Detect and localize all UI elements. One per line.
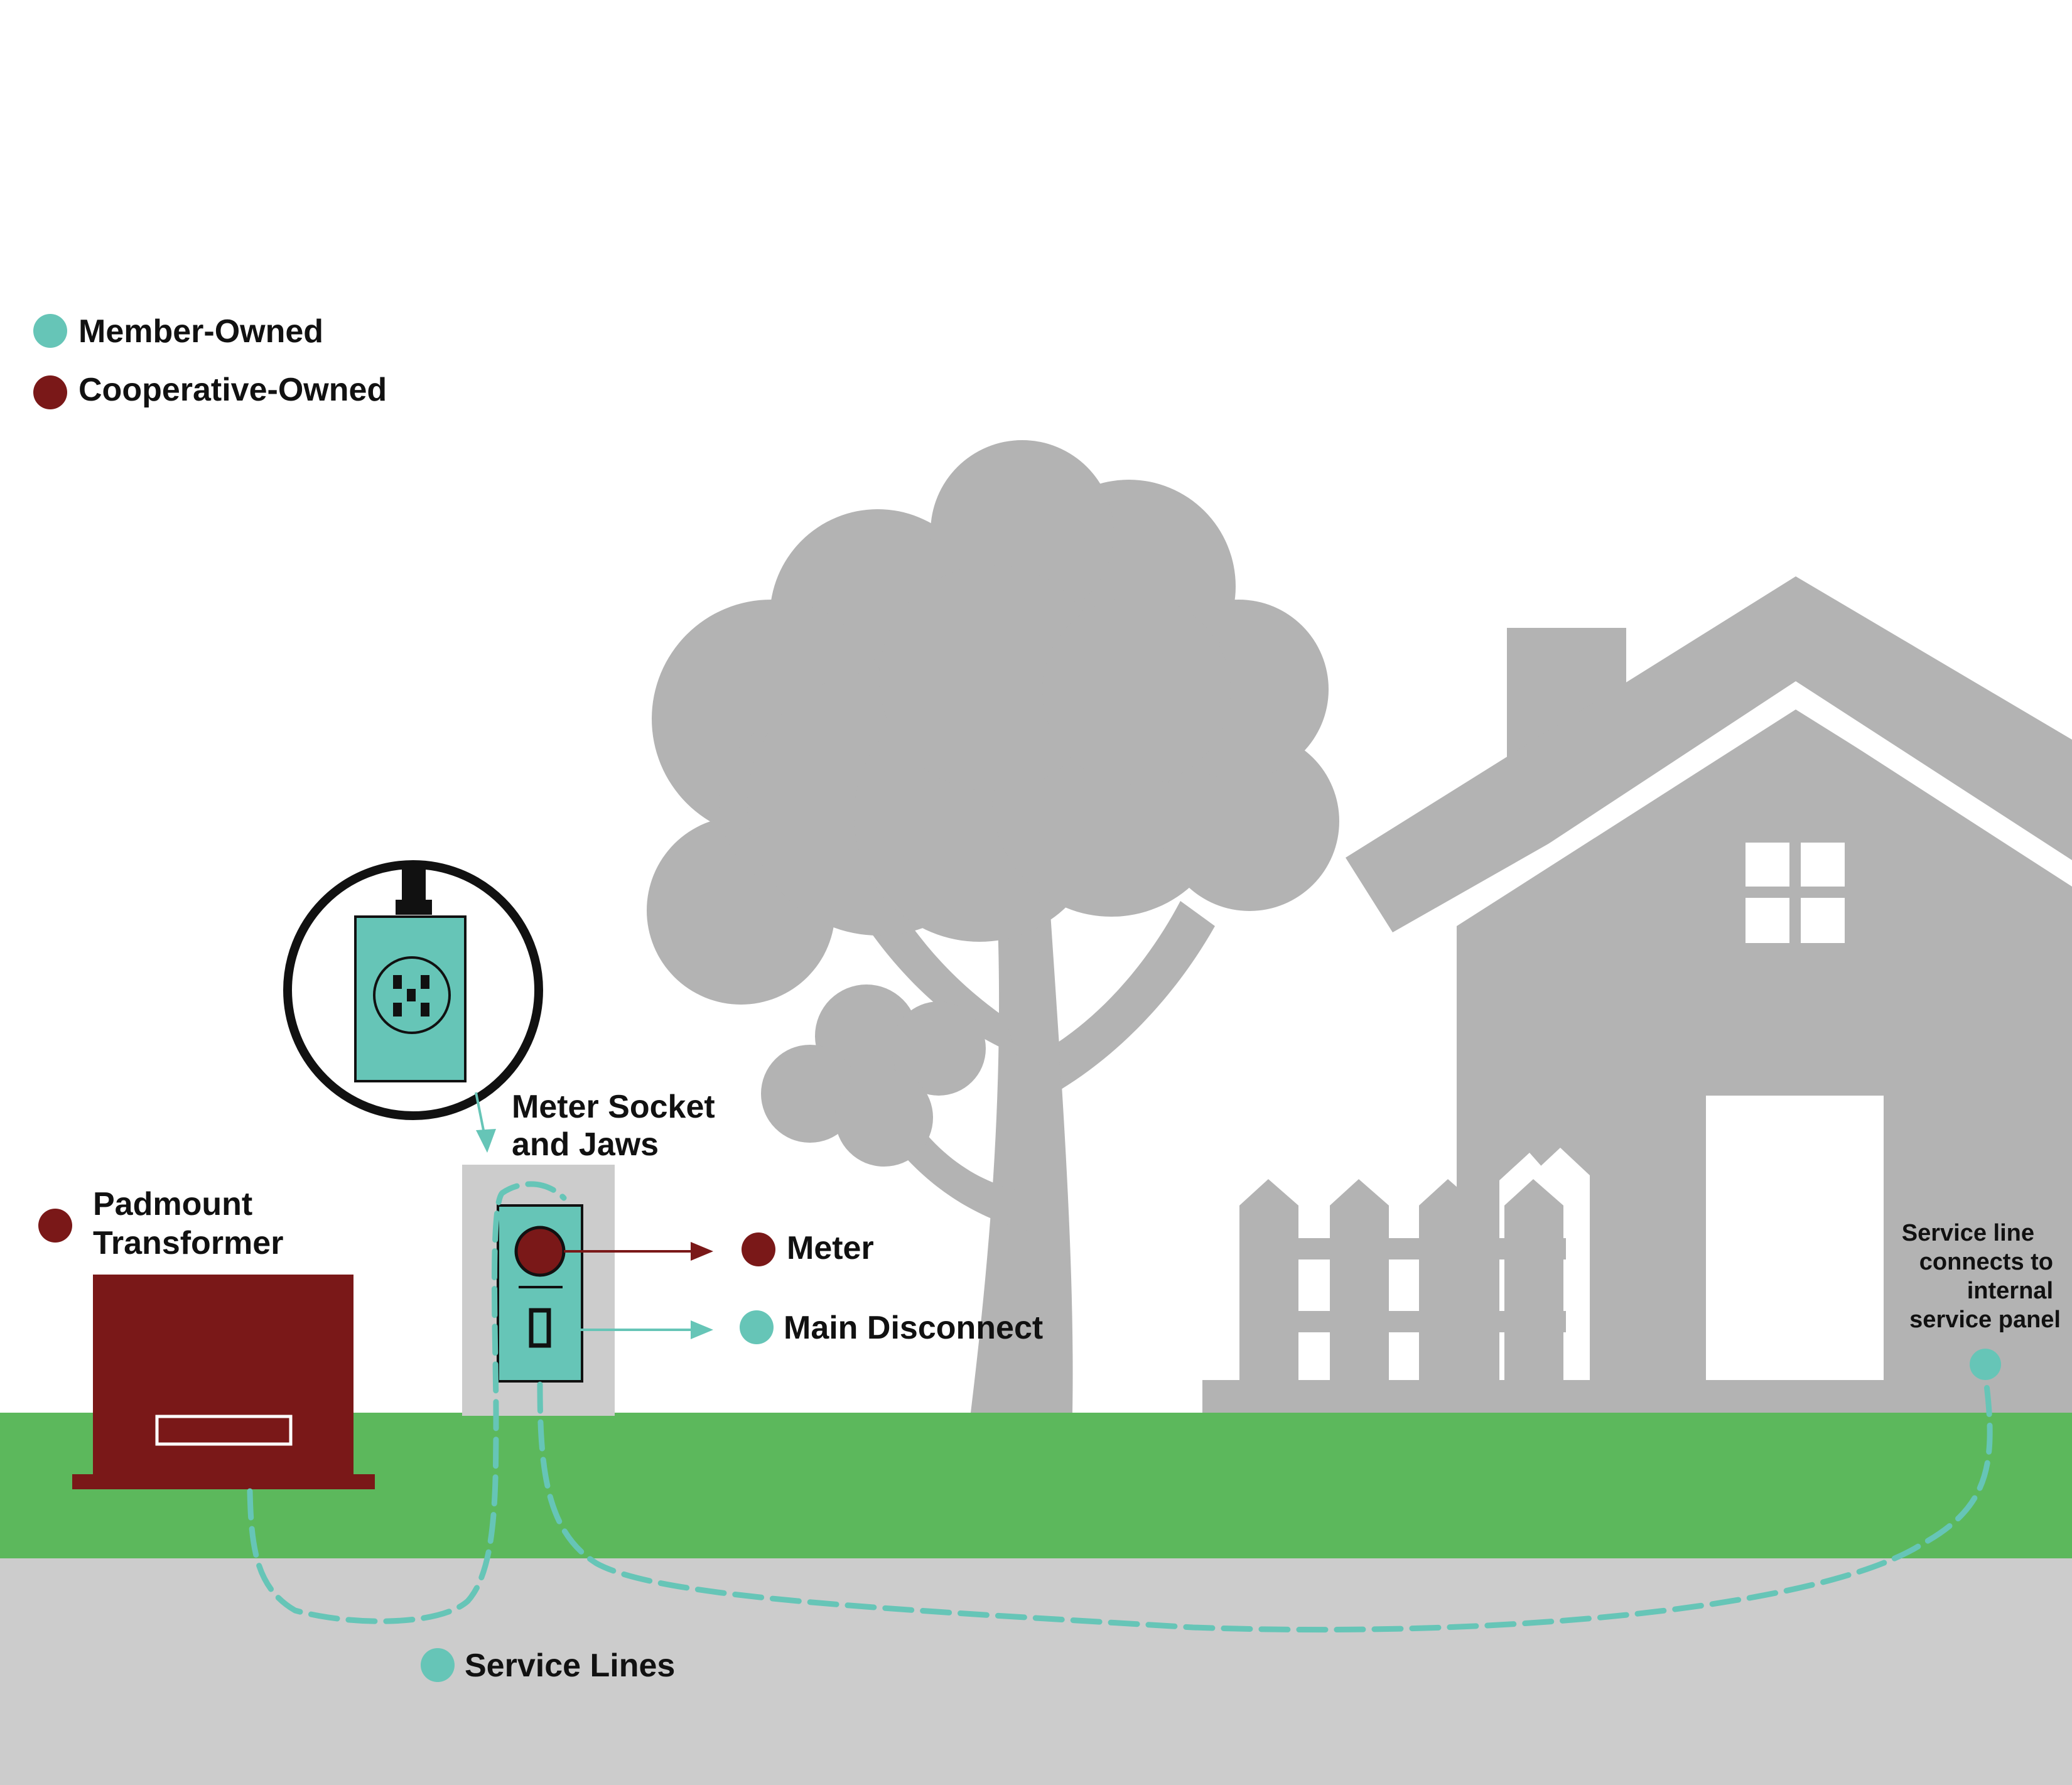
padmount-label-line2: Transformer [93,1225,283,1261]
meter-dial [514,1226,566,1277]
socket-jaws [393,975,429,1017]
padmount-label-line1: Padmount [93,1186,252,1222]
socket-pointer-arrow [475,1092,496,1153]
magnifier-icon [283,860,543,1120]
panel-note-line2: connects to [1919,1249,2053,1275]
transformer-body [93,1275,353,1475]
disconnect-handle [529,1308,551,1348]
panel-note-line1: Service line [1902,1220,2034,1246]
service-lines [247,1181,1993,1633]
service-panel-note: Service line connects to internal servic… [1902,1220,2061,1333]
window [1746,843,1845,943]
main-disconnect-dot-icon [740,1310,774,1344]
service-panel-dot-icon [1970,1349,2001,1380]
ground-band [0,1557,2072,1785]
service-lines-label: Service Lines [465,1647,675,1684]
house-icon [1346,576,2072,1380]
transformer-icon [72,1275,375,1489]
house-roof [1346,576,2072,932]
tree-icon [647,440,1339,1413]
fence-icon [1202,1148,2072,1413]
socket-receptacle [373,956,451,1034]
house-body [1457,708,2072,1380]
meter-dot-icon [742,1232,775,1266]
service-lines-dot-icon [421,1648,455,1682]
main-disconnect-label: Main Disconnect [784,1310,1043,1346]
meter-label: Meter [787,1230,874,1266]
panel-note-line3: internal [1967,1278,2053,1304]
roof-trim [1457,681,2072,926]
legend-cooperative-owned: Cooperative-Owned [78,372,387,408]
service-line-meter-to-house [537,1372,1993,1633]
socket-cable-collar [396,900,432,915]
meter-socket-icon [462,1165,615,1416]
legend-member-owned: Member-Owned [78,313,323,350]
house-door [1706,1096,1884,1380]
transformer-nameplate [155,1415,293,1446]
teal-dot-icon [33,314,67,348]
transformer-base [72,1474,375,1489]
maroon-dot-icon [33,375,67,409]
legend: Member-Owned Cooperative-Owned [33,313,387,409]
service-line-transformer-to-meter [247,1181,567,1624]
padmount-dot-icon [38,1209,72,1243]
main-disconnect-arrow [553,1320,713,1339]
meter-socket-label-line1: Meter Socket [512,1089,715,1125]
meter-socket-label-line2: and Jaws [512,1126,659,1163]
panel-note-line4: service panel [1909,1307,2061,1333]
meter-arrow [564,1242,713,1261]
